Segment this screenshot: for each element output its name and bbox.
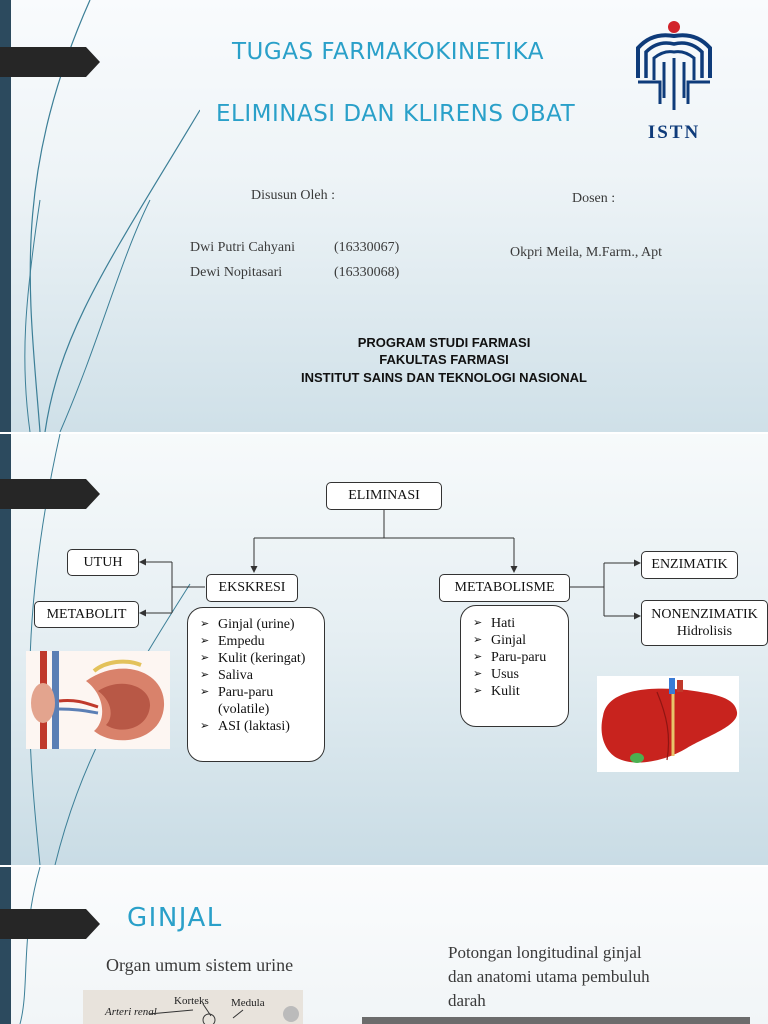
nonenzimatik-box: NONENZIMATIK Hidrolisis (641, 600, 768, 646)
label-arteri-renal: Arteri renal (105, 1006, 157, 1018)
slide-ginjal: GINJAL Organ umum sistem urine Potongan … (0, 867, 768, 1024)
fakultas: FAKULTAS FARMASI (379, 352, 509, 367)
slide-left-bar (0, 867, 11, 1024)
label-korteks: Korteks (174, 995, 209, 1007)
list-item-continuation: (volatile) (198, 701, 318, 718)
kidney-image (26, 651, 170, 749)
caption-line-1: Potongan longitudinal ginjal (448, 943, 642, 962)
ekskresi-box: EKSKRESI (206, 574, 298, 602)
dosen-label: Dosen : (572, 191, 616, 206)
slide-arrow (0, 479, 100, 509)
title-line-2: ELIMINASI DAN KLIRENS OBAT (216, 101, 576, 127)
list-item: Kulit (keringat) (198, 650, 318, 667)
enzimatik-box: ENZIMATIK (641, 551, 738, 579)
disusun-label: Disusun Oleh : (251, 188, 335, 203)
list-item-text: (volatile) (218, 702, 270, 717)
istn-logo: ISTN (636, 21, 712, 143)
eliminasi-box: ELIMINASI (326, 482, 442, 510)
slide-eliminasi-diagram: ELIMINASI EKSKRESI METABOLISME UTUH META… (0, 434, 768, 865)
list-item: Ginjal (urine) (198, 616, 318, 633)
metabolit-box: METABOLIT (34, 601, 139, 628)
metabolisme-box: METABOLISME (439, 574, 570, 602)
author-2-nim: (16330068) (334, 265, 400, 280)
title-line-1: TUGAS FARMAKOKINETIKA (232, 39, 545, 65)
ginjal-caption: Potongan longitudinal ginjal dan anatomi… (448, 941, 650, 1013)
diagram-connectors (139, 510, 641, 620)
institut: INSTITUT SAINS DAN TEKNOLOGI NASIONAL (301, 370, 587, 385)
caption-line-3: darah (448, 991, 486, 1010)
list-item: Paru-paru (471, 649, 562, 666)
list-item: Saliva (198, 667, 318, 684)
list-item: ASI (laktasi) (198, 718, 318, 735)
label-medula: Medula (231, 997, 265, 1009)
ginjal-subtitle: Organ umum sistem urine (106, 955, 294, 975)
slide-left-bar (0, 434, 11, 865)
list-item: Kulit (471, 683, 562, 700)
list-item: Empedu (198, 633, 318, 650)
ekskresi-list-box: Ginjal (urine) Empedu Kulit (keringat) S… (187, 607, 325, 762)
list-item: Ginjal (471, 632, 562, 649)
dosen-name: Okpri Meila, M.Farm., Apt (510, 245, 663, 260)
hidrolisis-label: Hidrolisis (676, 624, 733, 639)
kidney-section-image (362, 1017, 750, 1024)
slide-arrow (0, 909, 100, 939)
list-item: Hati (471, 615, 562, 632)
metabolisme-list: Hati Ginjal Paru-paru Usus Kulit (471, 615, 562, 700)
author-1-nim: (16330067) (334, 240, 400, 255)
decorative-lines (19, 867, 41, 1024)
slide-left-bar (0, 0, 11, 432)
slide-arrow (0, 47, 100, 77)
ekskresi-list: Ginjal (urine) Empedu Kulit (keringat) S… (198, 616, 318, 735)
slide-title: TUGAS FARMAKOKINETIKA ELIMINASI DAN KLIR… (0, 0, 768, 432)
author-2-name: Dewi Nopitasari (190, 265, 283, 280)
utuh-box: UTUH (67, 549, 139, 576)
nonenzimatik-label: NONENZIMATIK (651, 607, 758, 622)
list-item: Usus (471, 666, 562, 683)
logo-text: ISTN (648, 122, 700, 143)
liver-image (597, 676, 739, 772)
kidney-diagram-image: Arteri renal Korteks Medula (83, 990, 303, 1024)
program-studi: PROGRAM STUDI FARMASI (357, 335, 531, 350)
metabolisme-list-box: Hati Ginjal Paru-paru Usus Kulit (460, 605, 569, 727)
list-item: Paru-paru (198, 684, 318, 701)
author-1-name: Dwi Putri Cahyani (190, 240, 295, 255)
kidney-diagram-drawing (148, 1003, 299, 1024)
ginjal-title: GINJAL (127, 903, 223, 933)
caption-line-2: dan anatomi utama pembuluh (448, 967, 650, 986)
